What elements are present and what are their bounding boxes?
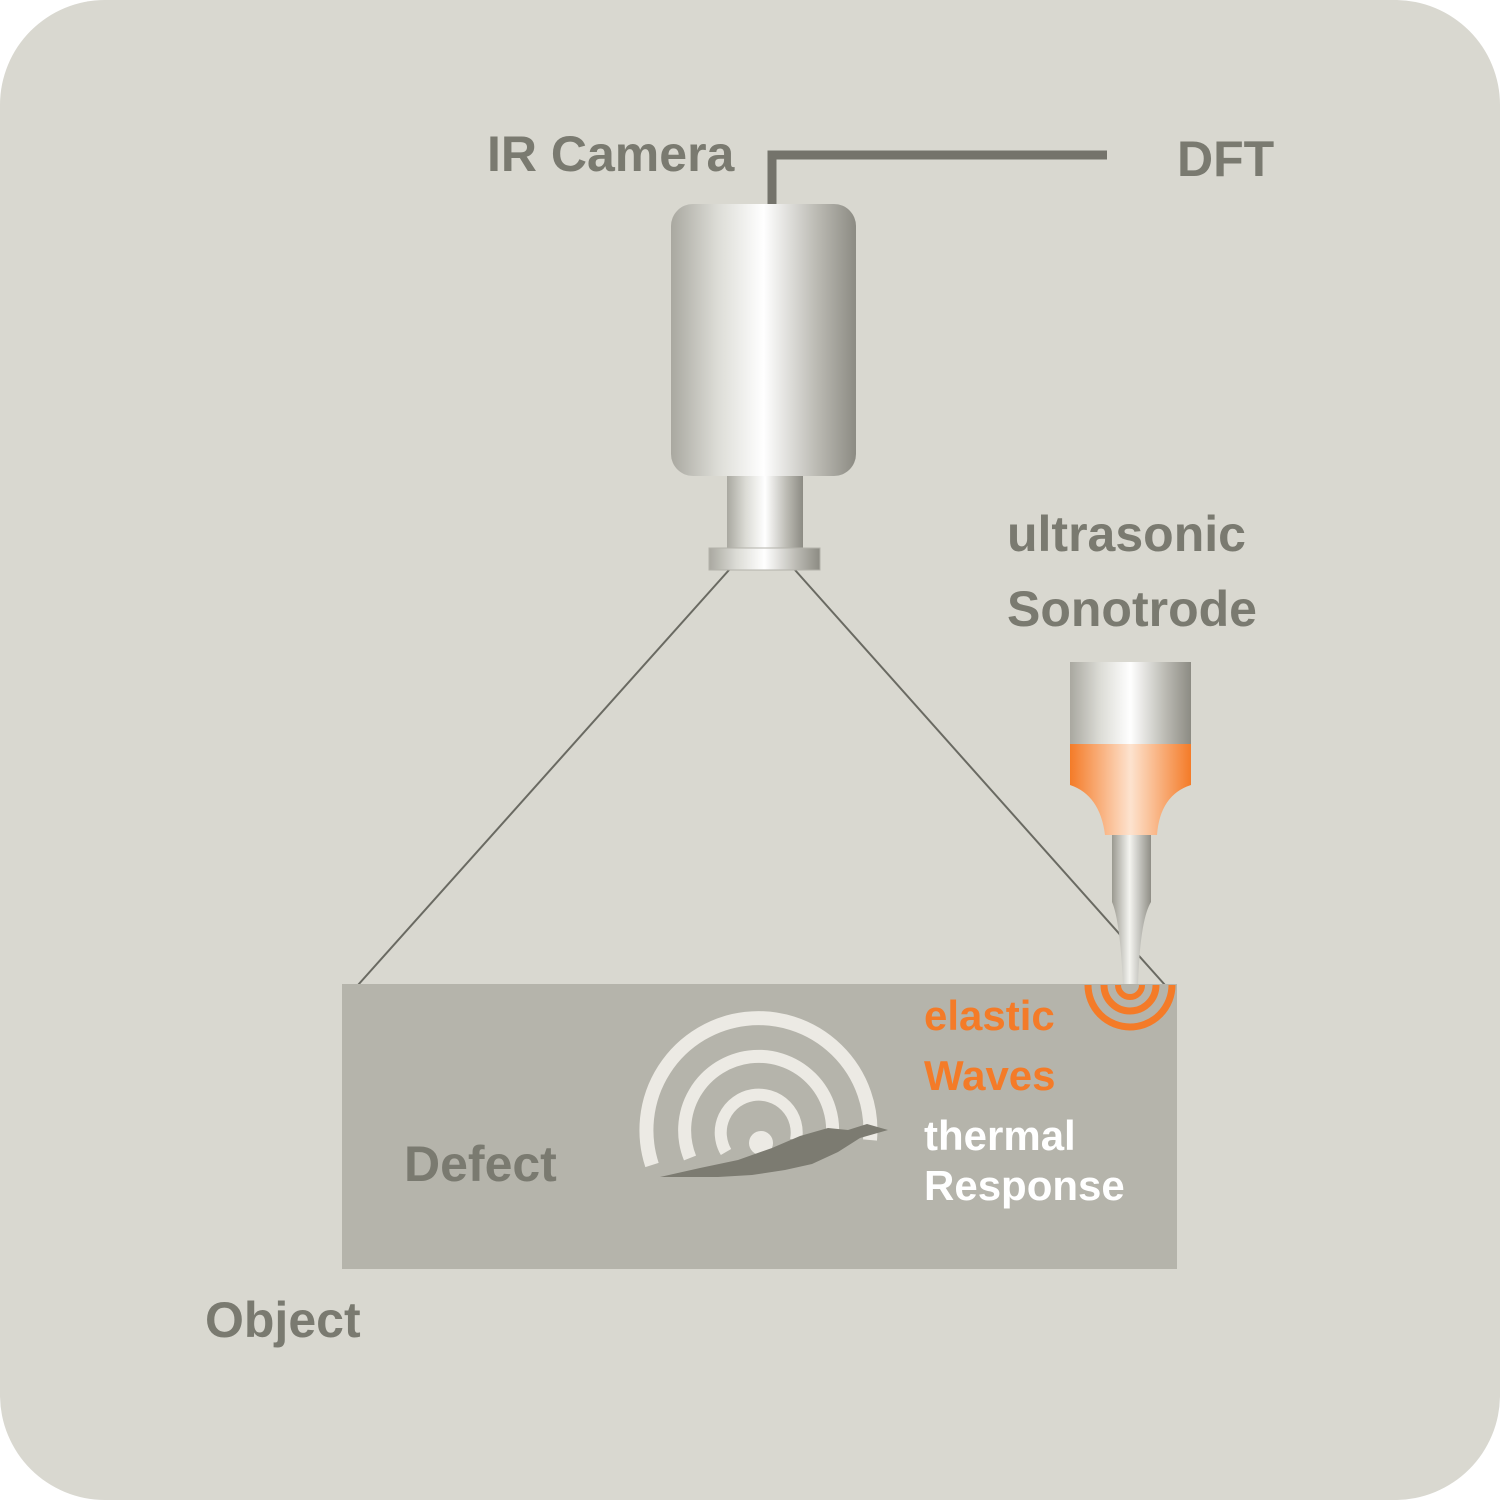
elastic-ring-outer <box>1084 984 1176 1031</box>
elastic-ring-middle <box>1100 984 1160 1015</box>
label-sonotrode: Sonotrode <box>1007 581 1257 637</box>
object-block <box>342 984 1177 1269</box>
fov-line-left <box>357 569 730 986</box>
defect-crack <box>660 1124 888 1177</box>
label-elastic: elastic <box>924 992 1055 1039</box>
label-thermal: thermal <box>924 1112 1076 1159</box>
label-response: Response <box>924 1162 1125 1209</box>
sonotrode-upper <box>1070 662 1191 744</box>
elastic-ring-inner <box>1115 984 1145 1000</box>
fov-line-right <box>794 569 1166 986</box>
label-dft: DFT <box>1177 131 1274 187</box>
label-ir-camera: IR Camera <box>487 126 736 182</box>
camera-lens-ring <box>708 547 821 571</box>
thermal-wave-rings <box>639 1011 878 1168</box>
thermal-ring-middle <box>678 1049 840 1161</box>
thermal-ring-outer <box>639 1011 878 1168</box>
ir-camera-icon <box>671 204 856 571</box>
label-defect: Defect <box>404 1136 557 1192</box>
elastic-wave-rings <box>1084 984 1176 1031</box>
label-waves: Waves <box>924 1052 1056 1099</box>
label-ultrasonic: ultrasonic <box>1007 506 1246 562</box>
thermal-ring-inner <box>714 1088 803 1156</box>
camera-cable <box>767 150 1107 205</box>
sonotrode-horn <box>1070 744 1191 835</box>
camera-lens-barrel <box>727 476 803 550</box>
sonotrode-tip <box>1112 835 1151 985</box>
thermal-core <box>749 1131 773 1155</box>
camera-body <box>671 204 856 476</box>
label-object: Object <box>205 1292 361 1348</box>
sonotrode-icon <box>1070 662 1191 985</box>
